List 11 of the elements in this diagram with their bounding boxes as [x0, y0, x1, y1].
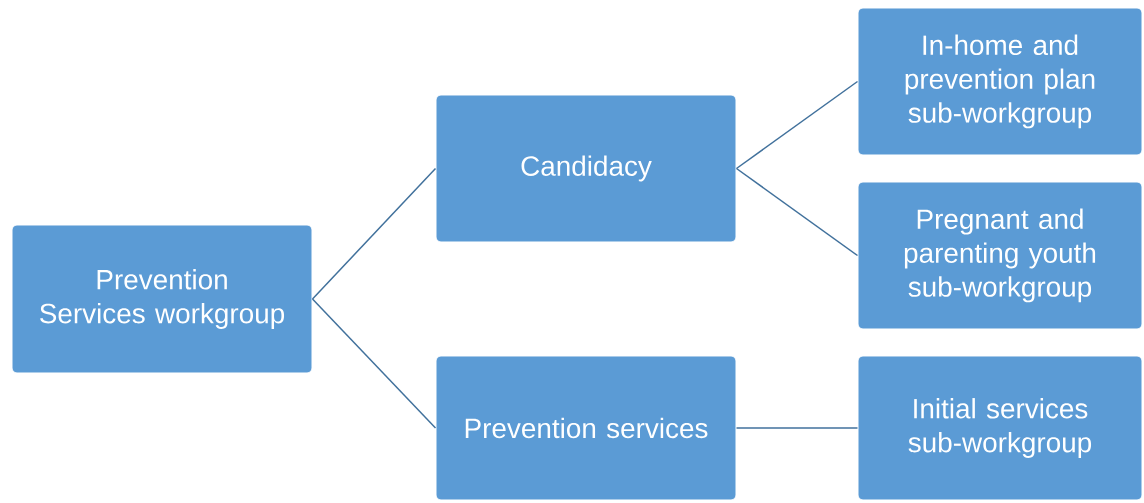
connector-line	[311, 298, 437, 429]
process-box: Prevention services	[435, 355, 737, 501]
process-box: Initial services sub-workgroup	[857, 355, 1143, 501]
connector-line	[311, 167, 437, 300]
process-box: In-home and prevention plan sub-workgroup	[857, 7, 1143, 156]
process-box: Candidacy	[435, 94, 737, 243]
connector-line	[735, 167, 859, 257]
connector-line	[735, 80, 859, 170]
connector-line	[735, 427, 859, 429]
process-box: Prevention Services workgroup	[11, 224, 313, 374]
process-box: Pregnant and parenting youth sub-workgroup	[857, 181, 1143, 330]
